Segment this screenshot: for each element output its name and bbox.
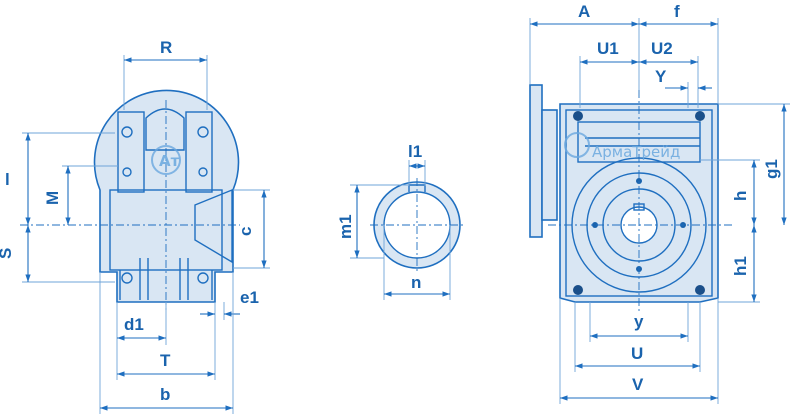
- watermark-text: АрмаТрейд: [592, 143, 680, 161]
- dim-A: A: [578, 2, 590, 21]
- dim-R: R: [160, 38, 172, 57]
- shaft-section: l1 m1 n: [336, 142, 465, 300]
- dim-U: U: [631, 344, 643, 363]
- dim-d1: d1: [124, 315, 144, 334]
- dim-b: b: [160, 385, 170, 404]
- dim-U2: U2: [651, 39, 673, 58]
- dim-l: l: [5, 170, 10, 189]
- dim-e1: e1: [240, 288, 259, 307]
- dim-n: n: [411, 273, 421, 292]
- dim-y: y: [634, 312, 644, 331]
- front-view: АрмаТрейд A f U1 U2 Y g1 h h1: [529, 2, 790, 404]
- dim-h: h: [731, 191, 750, 201]
- dim-M: M: [43, 191, 62, 205]
- dim-V: V: [632, 375, 644, 394]
- dim-l1: l1: [408, 142, 422, 161]
- dim-Y: Y: [655, 67, 667, 86]
- side-view: Ат R l M S c e1 d1: [0, 38, 270, 414]
- dim-T: T: [160, 351, 171, 370]
- dim-U1: U1: [597, 39, 619, 58]
- dim-h1: h1: [731, 256, 750, 276]
- dim-c: c: [236, 227, 255, 236]
- dim-g1: g1: [762, 159, 781, 179]
- dim-m1: m1: [336, 214, 355, 239]
- dim-f: f: [674, 2, 680, 21]
- dim-S: S: [0, 248, 15, 259]
- svg-text:Ат: Ат: [159, 152, 180, 170]
